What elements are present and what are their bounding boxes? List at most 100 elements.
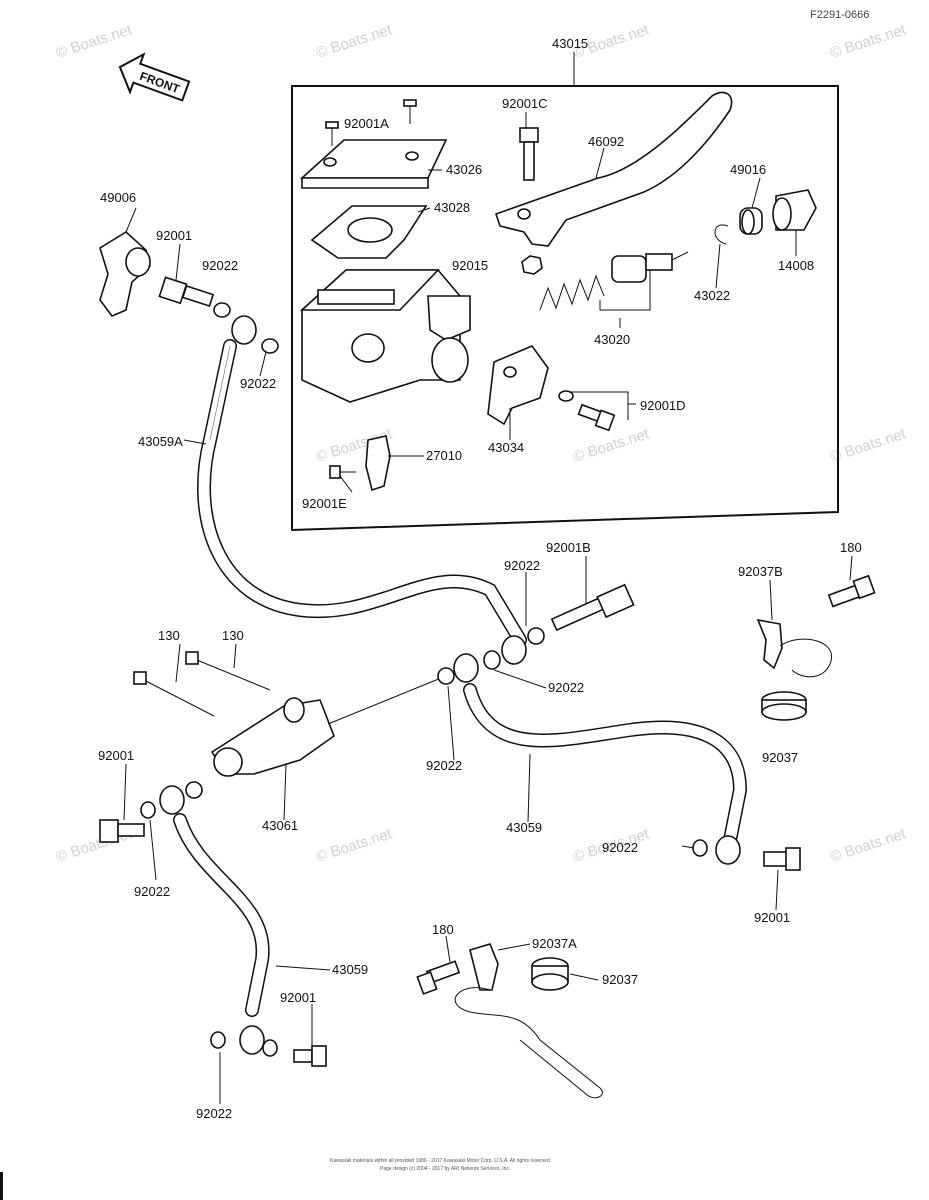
part-label: 92022 xyxy=(202,258,238,273)
watermark: © Boats.net xyxy=(314,825,395,866)
banjo-bolt-icon xyxy=(293,1045,327,1067)
banjo-fitting xyxy=(159,785,185,815)
washer-icon xyxy=(483,650,501,670)
part-label: 46092 xyxy=(588,134,624,149)
watermark: © Boats.net xyxy=(828,21,909,62)
part-label: 130 xyxy=(158,628,180,643)
part-label: 43061 xyxy=(262,818,298,833)
part-label: 92022 xyxy=(504,558,540,573)
part-label: 43059 xyxy=(506,820,542,835)
three-way-joint xyxy=(210,697,335,777)
watermark: © Boats.net xyxy=(828,425,909,466)
banjo-bolt-icon xyxy=(99,819,145,843)
washer-icon xyxy=(140,801,156,819)
lever-sleeve xyxy=(772,189,817,231)
mount-bolt-icon xyxy=(133,651,271,717)
pivot-bolt-icon xyxy=(519,127,539,181)
banjo-fitting xyxy=(453,653,479,683)
clip-icon xyxy=(714,224,729,245)
part-label: 92001A xyxy=(344,116,389,131)
banjo-fitting xyxy=(501,635,527,665)
washer-icon xyxy=(262,1039,278,1057)
copyright-line: Page design (c) 2004 - 2017 by ARI Netwo… xyxy=(380,1166,510,1172)
spring-icon xyxy=(539,274,605,311)
watermark: © Boats.net xyxy=(314,21,395,62)
copyright-line: Kawasaki materials within all provided 1… xyxy=(330,1158,551,1164)
banjo-bolt-icon xyxy=(158,276,215,308)
leader-lines xyxy=(123,112,853,1104)
part-label: 92037 xyxy=(762,750,798,765)
hose-clamp-92037A xyxy=(416,943,603,1099)
part-label: 92001 xyxy=(280,990,316,1005)
banjo-bolt-icon xyxy=(763,847,801,871)
brake-lever xyxy=(494,91,733,247)
part-label: 92001D xyxy=(640,398,686,413)
front-arrow: FRONT xyxy=(118,52,191,102)
right-brake-hose xyxy=(463,683,748,847)
nut-icon xyxy=(521,255,543,275)
part-label: 43015 xyxy=(552,36,588,51)
diaphragm-plate xyxy=(310,205,428,259)
part-label: 43026 xyxy=(446,162,482,177)
holder-clamp xyxy=(487,345,549,426)
washer-icon xyxy=(692,839,708,857)
banjo-fitting xyxy=(715,835,741,865)
reservoir-cap xyxy=(299,139,448,189)
figure-code: F2291-0666 xyxy=(810,9,869,21)
part-label: 92022 xyxy=(240,376,276,391)
part-label: 92037B xyxy=(738,564,783,579)
watermark: © Boats.net xyxy=(54,21,135,62)
part-label: 49006 xyxy=(100,190,136,205)
part-label: 92022 xyxy=(602,840,638,855)
lower-brake-hose xyxy=(173,813,270,1017)
part-label: 92001 xyxy=(754,910,790,925)
master-cylinder-body xyxy=(299,269,471,403)
bleeder-cap xyxy=(99,231,151,317)
washer-icon xyxy=(213,302,231,318)
part-label: 43022 xyxy=(694,288,730,303)
part-label: 27010 xyxy=(426,448,462,463)
part-label: 92015 xyxy=(452,258,488,273)
part-label: 92001C xyxy=(502,96,548,111)
edge-mark xyxy=(0,1172,3,1200)
part-label: 92022 xyxy=(196,1106,232,1121)
part-label: 14008 xyxy=(778,258,814,273)
part-label: 180 xyxy=(840,540,862,555)
dust-boot xyxy=(739,207,763,235)
part-label: 43059A xyxy=(138,434,183,449)
part-label: 92037 xyxy=(602,972,638,987)
washer-icon xyxy=(527,627,545,645)
hose-clamp-92037B xyxy=(756,574,876,678)
washer-icon xyxy=(185,781,203,799)
part-label: 92001 xyxy=(156,228,192,243)
upper-brake-hose xyxy=(197,339,527,647)
part-label: 92001 xyxy=(98,748,134,763)
part-label: 92022 xyxy=(426,758,462,773)
part-label: 180 xyxy=(432,922,454,937)
banjo-fitting xyxy=(231,315,257,345)
part-label: 49016 xyxy=(730,162,766,177)
part-label: 92001E xyxy=(302,496,347,511)
washer-icon xyxy=(437,667,455,685)
three-way-bolt-icon xyxy=(550,583,635,632)
cap-screw-icon xyxy=(325,99,417,146)
clamp-bolt-icon xyxy=(558,390,616,432)
washer-icon xyxy=(210,1031,226,1049)
part-label: 92022 xyxy=(134,884,170,899)
part-label: 92037A xyxy=(532,936,577,951)
part-label: 43028 xyxy=(434,200,470,215)
grommet-icon xyxy=(761,691,807,721)
watermark: © Boats.net xyxy=(571,425,652,466)
piston-assembly xyxy=(611,251,689,283)
part-label: 92022 xyxy=(548,680,584,695)
part-label: 43020 xyxy=(594,332,630,347)
part-label: 43034 xyxy=(488,440,524,455)
part-labels: 43015 92001C 92001A 46092 43026 43028 49… xyxy=(98,36,862,1121)
part-label: 130 xyxy=(222,628,244,643)
master-cylinder-assembly-box xyxy=(291,85,839,532)
washer-icon xyxy=(261,338,279,354)
watermark: © Boats.net xyxy=(828,825,909,866)
part-label: 43059 xyxy=(332,962,368,977)
banjo-fitting xyxy=(239,1025,265,1055)
